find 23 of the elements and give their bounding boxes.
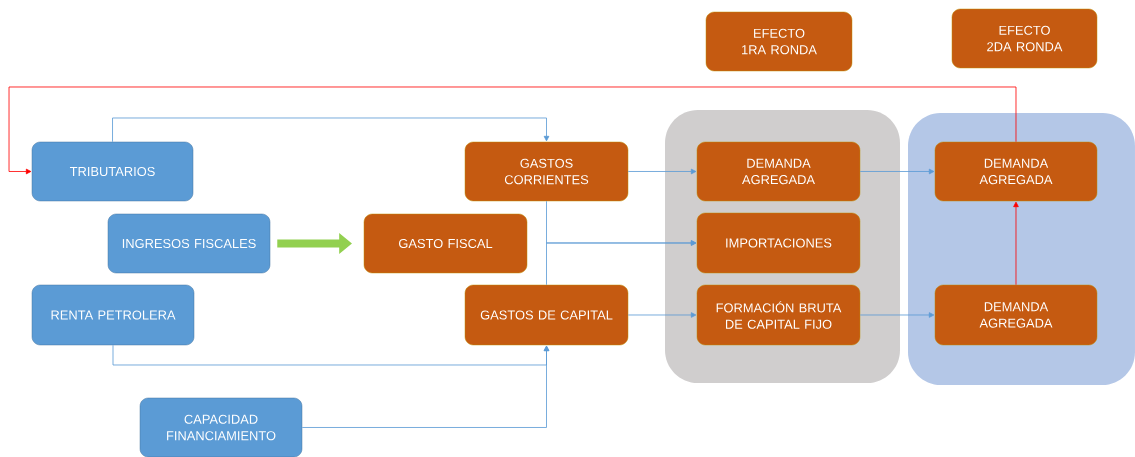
process-box: DEMANDA AGREGADA [934, 284, 1098, 346]
process-box: DEMANDA AGREGADA [696, 141, 861, 202]
process-box: GASTOS CORRIENTES [464, 141, 629, 202]
process-box: RENTA PETROLERA [31, 284, 195, 346]
arrow [301, 345, 550, 428]
arrow [1013, 201, 1019, 286]
arrow [546, 240, 697, 286]
process-box: GASTOS DE CAPITAL [464, 284, 629, 346]
process-box: IMPORTACIONES [696, 212, 861, 274]
arrow [112, 117, 550, 143]
arrow [627, 312, 697, 318]
process-box: CAPACIDAD FINANCIAMIENTO [139, 397, 303, 457]
arrow [859, 168, 935, 175]
process-box: GASTO FISCAL [363, 213, 528, 274]
process-box: INGRESOS FISCALES [107, 213, 271, 274]
process-box: EFECTO 1RA RONDA [705, 11, 853, 72]
arrow [627, 168, 697, 175]
process-box: DEMANDA AGREGADA [934, 141, 1098, 202]
process-box: TRIBUTARIOS [31, 141, 194, 202]
arrow [859, 312, 935, 318]
arrow [8, 86, 1017, 175]
process-box: EFECTO 2DA RONDA [951, 8, 1098, 69]
process-box: FORMACIÓN BRUTA DE CAPITAL FIJO [696, 284, 861, 346]
